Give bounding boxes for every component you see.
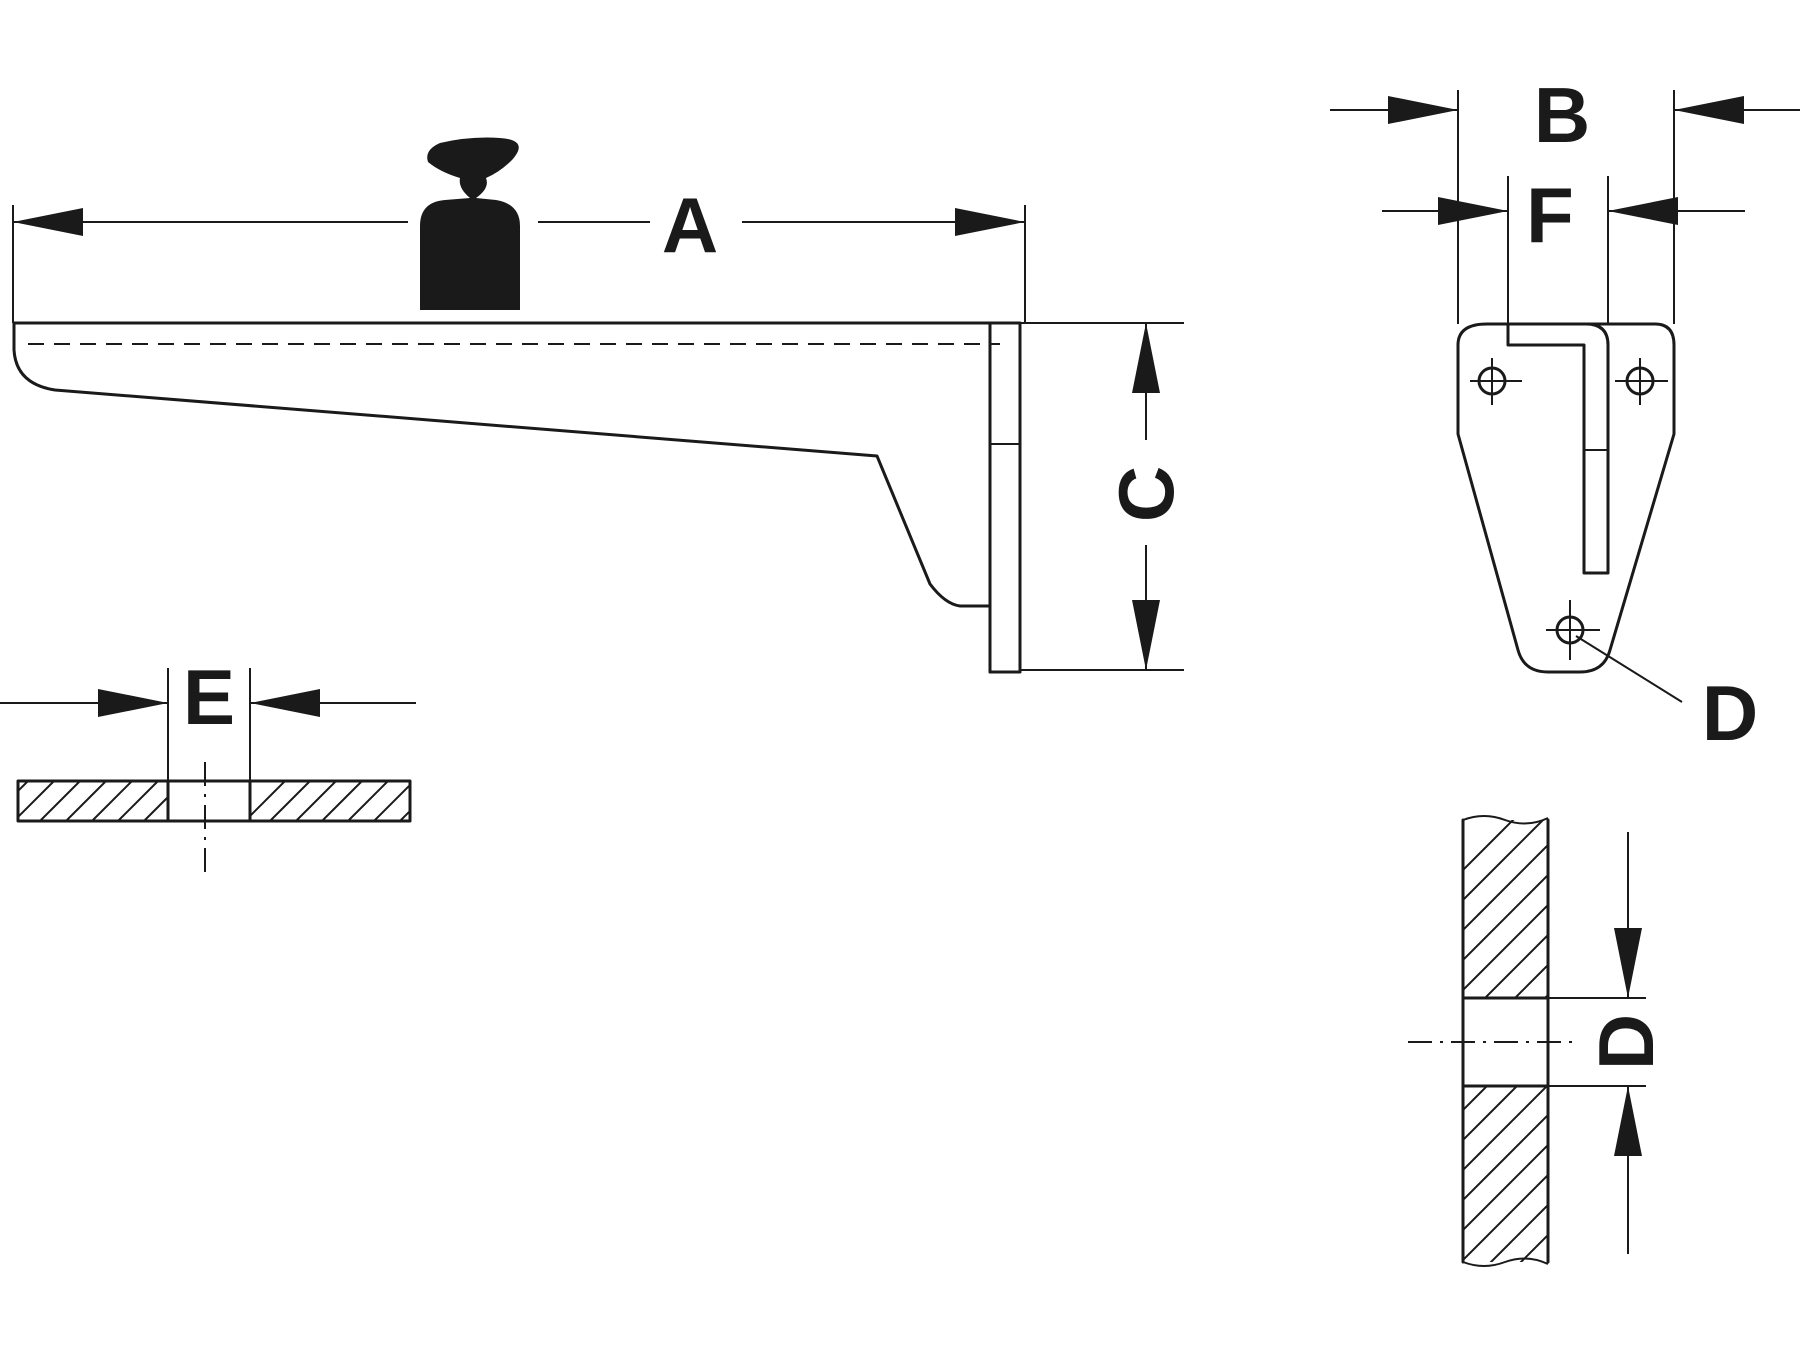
dimension-label-b: B <box>1534 71 1590 159</box>
dimension-label-e: E <box>183 653 235 741</box>
weight-icon <box>420 137 520 310</box>
section-e-view: E <box>0 653 416 875</box>
screw-hole-right <box>1615 358 1668 405</box>
section-d-view: D <box>1408 815 1670 1267</box>
dimension-label-a: A <box>662 181 718 269</box>
plate-section-outline <box>16 779 412 823</box>
dimension-label-f: F <box>1526 171 1574 259</box>
front-view: B F D <box>1330 71 1800 757</box>
wall-hatching-upper <box>1463 820 1548 998</box>
bracket-outline <box>12 321 1022 674</box>
side-view: A C <box>12 137 1190 674</box>
bracket-arm-profile <box>1506 322 1610 575</box>
dimension-e: E <box>0 653 416 781</box>
dimension-d-callout: D <box>1575 635 1758 757</box>
dimension-label-d-front: D <box>1702 669 1758 757</box>
dimension-b: B <box>1330 71 1800 324</box>
dimension-c: C <box>1020 322 1190 671</box>
screw-hole-left <box>1470 358 1522 405</box>
dimension-d-section: D <box>1548 832 1670 1254</box>
dimension-label-d-section: D <box>1582 1014 1670 1070</box>
dimension-f: F <box>1382 171 1745 324</box>
wall-hatching-lower <box>1463 1086 1548 1262</box>
wall-plate-outline <box>1456 322 1676 674</box>
dimension-label-c: C <box>1102 466 1190 522</box>
plate-hatching <box>18 781 410 821</box>
dimension-a: A <box>12 181 1026 323</box>
screw-hole-bottom <box>1546 600 1600 660</box>
